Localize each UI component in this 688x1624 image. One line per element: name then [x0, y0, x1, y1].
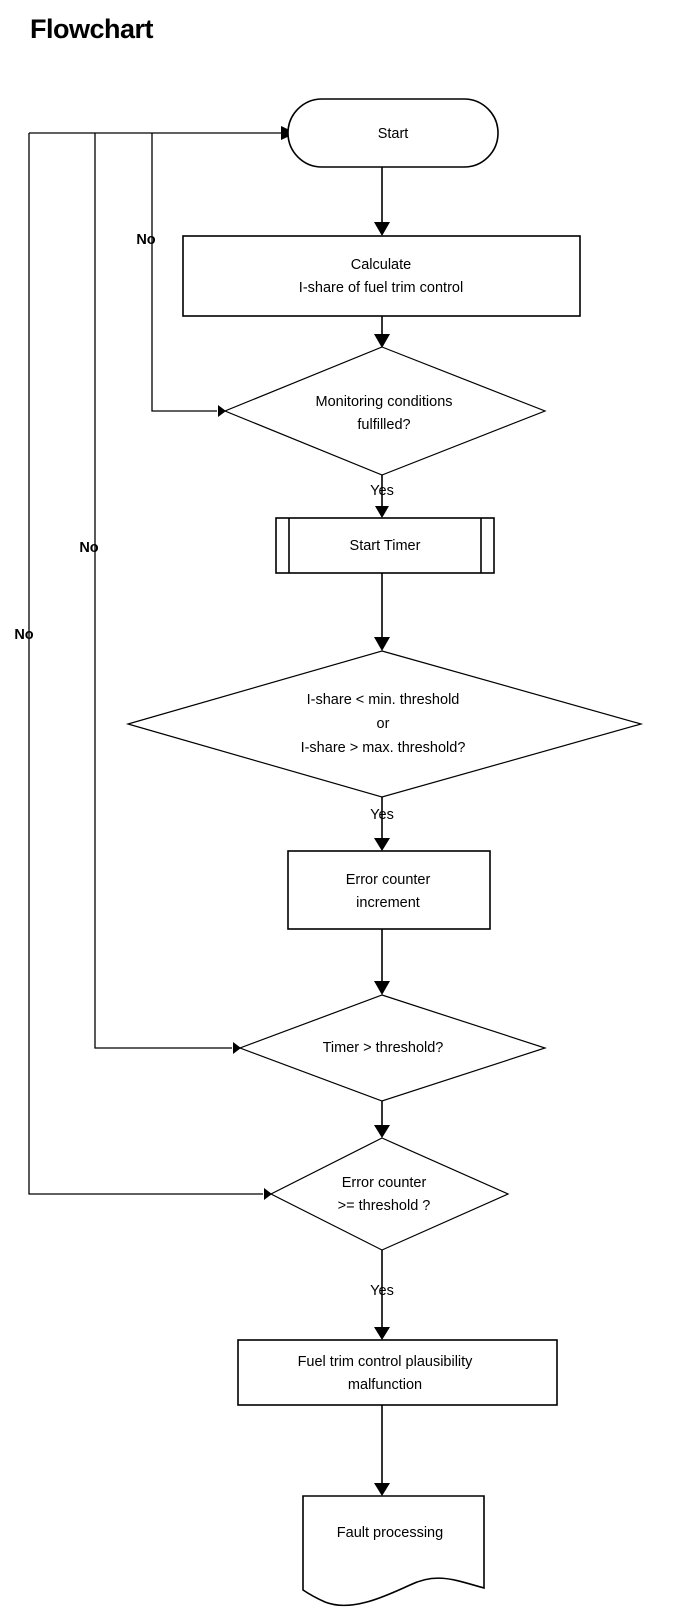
malfunction-label-line1: Fuel trim control plausibility	[298, 1354, 474, 1370]
arrow-into-start-timer	[375, 506, 389, 518]
page-title: Flowchart	[30, 14, 154, 44]
calculate-label-line2: I-share of fuel trim control	[299, 280, 463, 296]
threshold-label-line2: or	[377, 716, 390, 732]
node-fault-processing[interactable]: Fault processing	[302, 1495, 485, 1607]
malfunction-label-line2: malfunction	[348, 1377, 422, 1393]
calculate-label-line1: Calculate	[351, 257, 411, 273]
threshold-shape	[125, 650, 644, 798]
start-timer-shape	[275, 517, 495, 574]
arrow-into-monitoring-decision	[218, 405, 226, 417]
node-error-increment[interactable]: Error counter increment	[287, 850, 491, 930]
edge-malfunction-to-fault	[374, 1405, 390, 1496]
start-timer-label: Start Timer	[350, 538, 421, 554]
edge-start-to-calculate	[374, 167, 390, 236]
arrow-into-error-increment	[374, 838, 390, 851]
feedback-bus-top	[29, 126, 296, 140]
edge-start-timer-to-threshold	[374, 573, 390, 651]
error-increment-shape	[287, 850, 491, 930]
feedback-line-counter	[28, 133, 272, 1200]
node-monitoring-decision[interactable]: Monitoring conditions fulfilled?	[223, 346, 547, 476]
arrow-into-calculate	[374, 222, 390, 236]
node-start-timer[interactable]: Start Timer	[275, 517, 495, 574]
arrow-into-malfunction	[374, 1327, 390, 1340]
edge-timer-to-counter	[374, 1101, 390, 1138]
start-shape	[287, 98, 499, 168]
arrow-into-fault-processing	[374, 1483, 390, 1496]
edge-label-no-monitoring: No	[136, 232, 155, 248]
fault-processing-label: Fault processing	[337, 1525, 443, 1541]
edge-label-yes-threshold: Yes	[370, 807, 394, 823]
edge-counter-to-malfunction	[374, 1250, 390, 1340]
arrow-into-threshold-decision	[374, 637, 390, 651]
monitoring-label-line2: fulfilled?	[357, 417, 410, 433]
start-label: Start	[378, 126, 409, 142]
arrow-into-timer-decision	[233, 1042, 241, 1054]
timer-decision-label: Timer > threshold?	[323, 1040, 444, 1056]
node-start[interactable]: Start	[287, 98, 499, 168]
edge-monitoring-to-start-timer	[375, 475, 389, 518]
edge-label-yes-counter: Yes	[370, 1283, 394, 1299]
node-threshold-decision[interactable]: I-share < min. threshold or I-share > ma…	[125, 650, 644, 798]
edge-label-no-timer: No	[79, 540, 98, 556]
arrow-into-monitoring	[374, 334, 390, 348]
counter-decision-shape	[269, 1137, 510, 1251]
monitoring-shape	[223, 346, 547, 476]
monitoring-label-line1: Monitoring conditions	[315, 394, 452, 410]
edge-calculate-to-monitoring	[374, 316, 390, 348]
fault-processing-shape	[302, 1495, 485, 1607]
feedback-line-timer	[94, 133, 241, 1054]
node-calculate[interactable]: Calculate I-share of fuel trim control	[182, 235, 581, 317]
edge-threshold-to-error-increment	[374, 797, 390, 851]
malfunction-shape	[237, 1339, 558, 1406]
node-counter-decision[interactable]: Error counter >= threshold ?	[269, 1137, 510, 1251]
error-increment-label-line1: Error counter	[346, 872, 431, 888]
edge-label-yes-monitoring: Yes	[370, 483, 394, 499]
node-timer-decision[interactable]: Timer > threshold?	[238, 994, 547, 1102]
arrow-into-counter-decision-top	[374, 1125, 390, 1138]
error-increment-label-line2: increment	[356, 895, 420, 911]
arrow-into-timer-decision-top	[374, 981, 390, 995]
edge-label-no-counter: No	[14, 627, 33, 643]
counter-decision-label-line1: Error counter	[342, 1175, 427, 1191]
timer-decision-shape	[238, 994, 547, 1102]
node-malfunction[interactable]: Fuel trim control plausibility malfuncti…	[237, 1339, 558, 1406]
threshold-label-line3: I-share > max. threshold?	[301, 740, 466, 756]
calculate-shape	[182, 235, 581, 317]
threshold-label-line1: I-share < min. threshold	[307, 692, 460, 708]
counter-decision-label-line2: >= threshold ?	[338, 1198, 431, 1214]
feedback-line-monitoring	[151, 133, 226, 417]
edge-error-increment-to-timer	[374, 929, 390, 995]
arrow-into-counter-decision	[264, 1188, 272, 1200]
